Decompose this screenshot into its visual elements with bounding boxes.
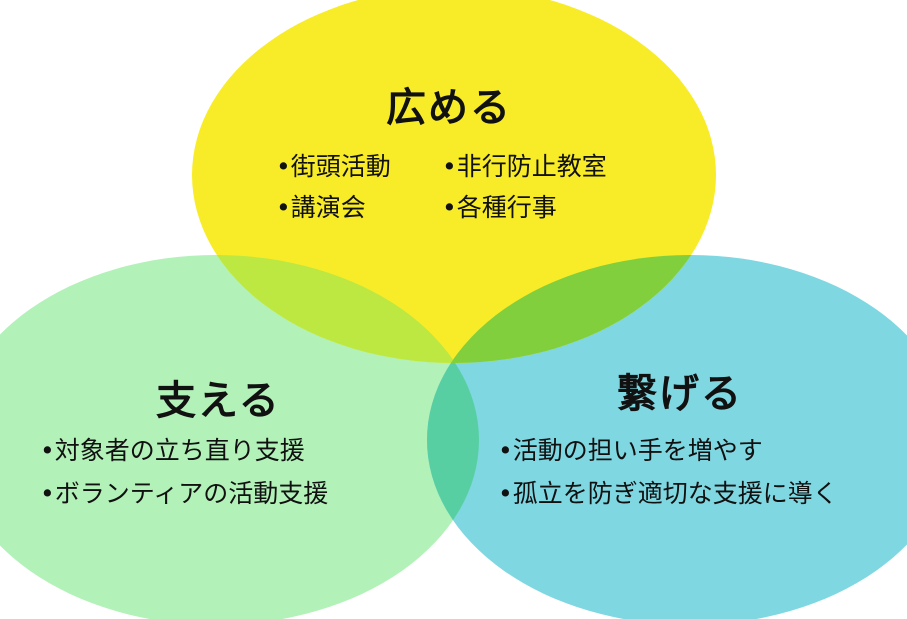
support-item-volunteer: •ボランティアの活動支援 [40,479,329,508]
support-item-rehabilitation: •対象者の立ち直り支援 [40,436,305,465]
spread-item-various-events: •各種行事 [442,193,557,222]
connect-title: 繋げる [617,371,743,417]
spread-item-lecture: •講演会 [276,193,366,222]
connect-item-prevent-isolation: •孤立を防ぎ適切な支援に導く [498,479,838,508]
spread-item-street-activity: •街頭活動 [276,152,391,181]
connect-item-increase-workers: •活動の担い手を増やす [498,436,763,465]
support-title: 支える [156,378,281,424]
spread-item-delinquency-prevention-class: •非行防止教室 [442,152,607,181]
spread-title: 広める [386,85,512,131]
